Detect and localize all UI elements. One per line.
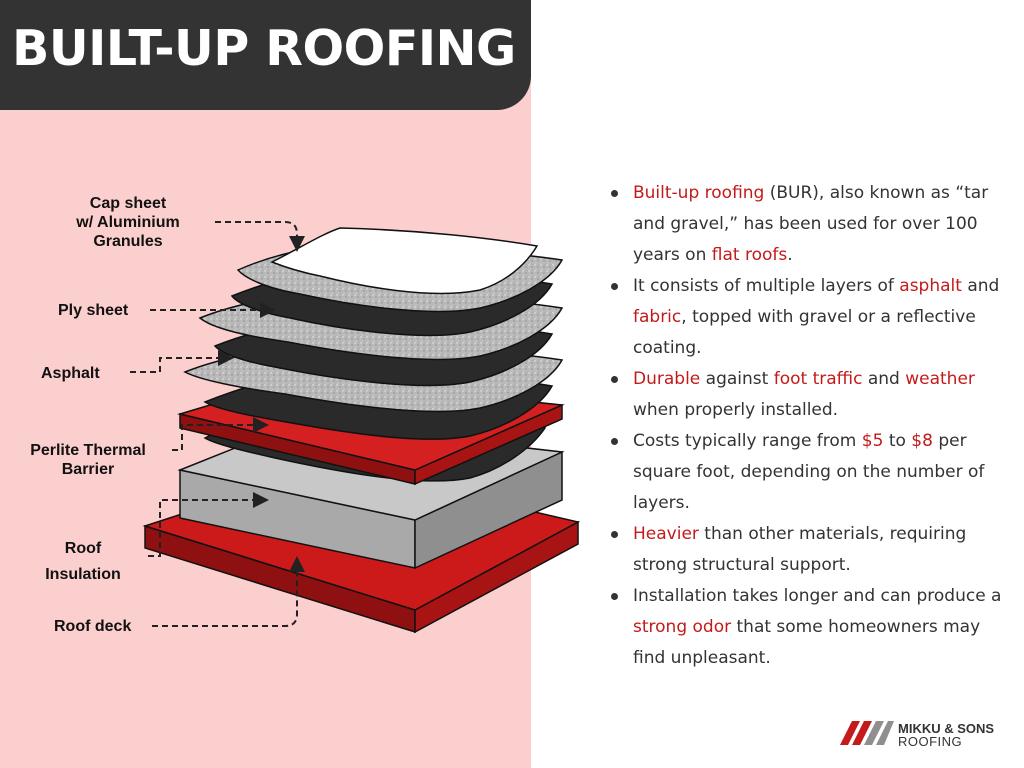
logo-company-subtitle: ROOFING: [898, 734, 963, 749]
bullet-text: and: [862, 369, 906, 389]
cap-sheet-arrow: [215, 221, 305, 252]
feature-bullet: It consists of multiple layers of asphal…: [608, 271, 1008, 364]
highlight-text: Durable: [633, 369, 701, 389]
bullet-text: Costs typically range from: [633, 431, 862, 451]
bullet-text: .: [787, 245, 793, 265]
bullet-text: when properly installed.: [633, 400, 839, 420]
cap-sheet-label-line: w/ Aluminium: [76, 214, 180, 231]
cap-sheet: [270, 227, 539, 295]
insulation-label: Roof Insulation: [30, 536, 136, 588]
perlite-arrow: [172, 417, 269, 451]
highlight-text: flat roofs: [711, 245, 788, 265]
bullet-text: against: [700, 369, 774, 389]
highlight-text: $5: [861, 431, 884, 451]
highlight-text: weather: [905, 369, 975, 389]
highlight-text: Heavier: [633, 524, 699, 544]
feature-bullet: Durable against foot traffic and weather…: [608, 364, 1008, 426]
bullet-text: and: [961, 276, 1000, 296]
roof-deck-label: Roof deck: [54, 618, 132, 635]
highlight-text: foot traffic: [773, 369, 863, 389]
bullet-text: per square foot, depending on the number…: [633, 431, 985, 513]
company-logo-icon: [840, 721, 894, 745]
bullet-text: to: [883, 431, 912, 451]
cap-sheet-label-line: Cap sheet: [89, 195, 167, 212]
perlite-label-line: Perlite Thermal: [30, 442, 146, 459]
insulation-arrow: [148, 492, 269, 557]
bullet-text: It consists of multiple layers of: [633, 276, 900, 296]
cap-sheet-label: Cap sheet w/ Aluminium Granules: [58, 194, 198, 251]
bullet-text: that some homeowners may find unpleasant…: [633, 617, 981, 668]
cap-sheet-label-line: Granules: [93, 233, 163, 250]
insulation-label-line: Roof: [64, 540, 102, 557]
highlight-text: fabric: [633, 307, 682, 327]
page-title: BUILT-UP ROOFING: [12, 20, 516, 77]
bullet-text: Installation takes longer and can produc…: [633, 586, 1002, 606]
perlite-label: Perlite Thermal Barrier: [8, 441, 168, 479]
roof-layers-diagram: [130, 221, 581, 634]
bullet-text: than other materials, requiring strong s…: [633, 524, 967, 575]
logo-company-name: MIKKU & SONS: [898, 721, 995, 736]
title-bar: BUILT-UP ROOFING: [0, 0, 531, 110]
asphalt-label: Asphalt: [41, 365, 100, 382]
asphalt-arrow: [130, 350, 234, 373]
bullet-text: (BUR), also known as “tar and gravel,” h…: [633, 183, 989, 265]
highlight-text: strong odor: [633, 617, 732, 637]
bullet-text: , topped with gravel or a reflective coa…: [633, 307, 976, 358]
feature-bullet: Installation takes longer and can produc…: [608, 581, 1008, 674]
roof-deck-arrow: [152, 556, 305, 627]
perlite-label-line: Barrier: [61, 461, 115, 478]
feature-bullet: Built-up roofing (BUR), also known as “t…: [608, 178, 1008, 271]
insulation-label-line: Insulation: [45, 566, 121, 583]
feature-list: Built-up roofing (BUR), also known as “t…: [608, 178, 1008, 674]
highlight-text: $8: [911, 431, 933, 451]
highlight-text: Built-up roofing: [633, 183, 765, 203]
leader-arrows: [130, 221, 305, 627]
highlight-text: asphalt: [899, 276, 962, 296]
ply-sheet-label: Ply sheet: [58, 302, 129, 319]
feature-bullet: Heavier than other materials, requiring …: [608, 519, 1008, 581]
feature-bullet: Costs typically range from $5 to $8 per …: [608, 426, 1008, 519]
